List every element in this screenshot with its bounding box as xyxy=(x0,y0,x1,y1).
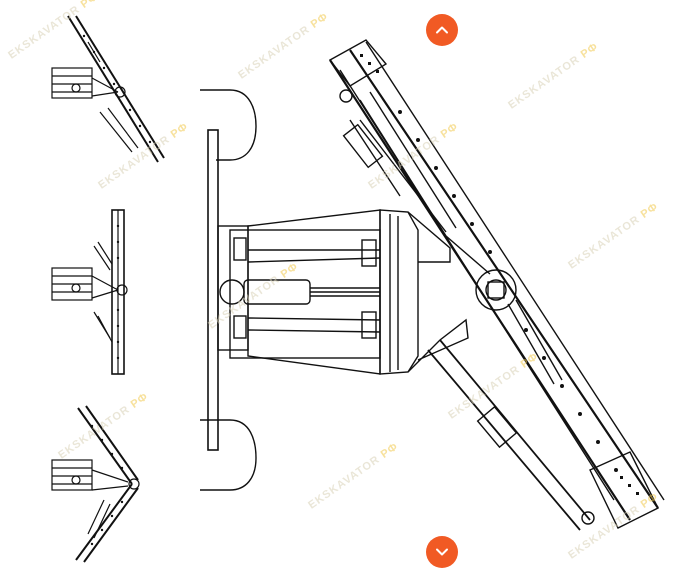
thumbnail-2[interactable] xyxy=(48,206,168,378)
thumbnail-3[interactable] xyxy=(48,404,168,564)
crane-boom-diagram xyxy=(200,39,665,531)
thumbnail-3-drawing xyxy=(51,405,140,563)
scroll-up-button[interactable] xyxy=(426,14,458,46)
scroll-down-button[interactable] xyxy=(426,536,458,568)
thumbnail-1[interactable] xyxy=(48,12,168,172)
thumbnail-2-drawing xyxy=(51,209,128,375)
chevron-down-icon xyxy=(436,548,448,556)
thumbnail-strip xyxy=(0,0,180,580)
thumbnail-1-drawing xyxy=(51,15,165,163)
main-image-viewer xyxy=(190,0,696,580)
chevron-up-icon xyxy=(436,26,448,34)
